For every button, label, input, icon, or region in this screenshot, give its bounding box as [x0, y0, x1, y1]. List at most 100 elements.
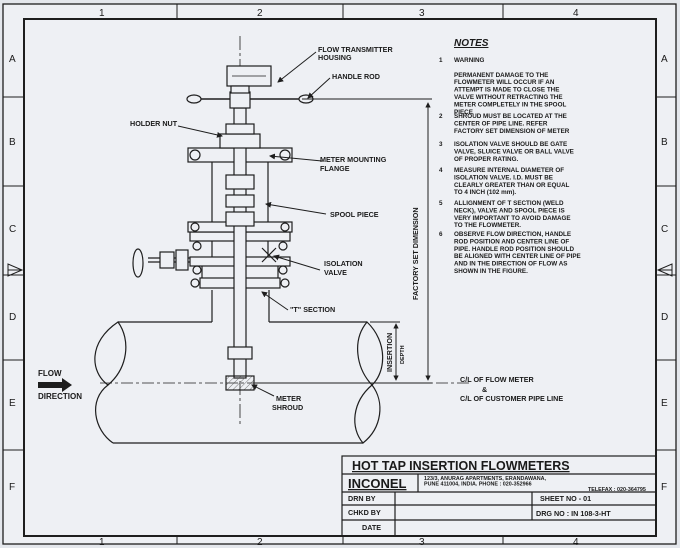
row-label-d: D — [9, 312, 16, 323]
row-label-f-right: F — [661, 482, 667, 493]
note-line: ALLIGNMENT OF T SECTION (WELD — [454, 200, 564, 207]
note-line: AND IN THE DIRECTION OF FLOW AS — [454, 261, 567, 268]
note-line: WARNING — [454, 57, 485, 64]
note-number: 5 — [439, 200, 443, 207]
valve-body — [201, 266, 279, 278]
col-label-1: 1 — [99, 8, 105, 19]
row-label-c: C — [9, 224, 16, 235]
stem-coupling-4 — [227, 346, 253, 360]
title-block-company: INCONEL — [348, 476, 407, 491]
title-block — [341, 455, 657, 537]
col-label-4: 4 — [573, 8, 579, 19]
label-insertion: INSERTION — [385, 333, 394, 372]
col-label-3-bottom: 3 — [419, 537, 425, 548]
note-line: FACTORY SET DIMENSION OF METER — [454, 128, 570, 135]
note-line: TO THE FLOWMETER. — [454, 222, 521, 229]
label-flow: FLOW — [38, 369, 62, 378]
row-label-e-right: E — [661, 398, 668, 409]
note-number: 6 — [439, 231, 443, 238]
title-block-title: HOT TAP INSERTION FLOWMETERS — [352, 459, 570, 473]
row-label-c-right: C — [661, 224, 668, 235]
label-meter-shroud-1: METER — [276, 394, 302, 403]
label-handle-rod: HANDLE ROD — [332, 72, 380, 81]
stem-coupling-1 — [225, 174, 255, 190]
note-line: OF PROPER RATING. — [454, 156, 519, 163]
note-line: PIPE. HANDLE ROD POSITION SHOULD — [454, 246, 574, 253]
note-line: PERMANENT DAMAGE TO THE — [454, 72, 548, 79]
grid-ticks — [3, 4, 676, 544]
valve-bolt-left — [192, 241, 202, 251]
note-line: VALVE WITHOUT RETRACTING THE — [454, 94, 563, 101]
t-section — [211, 290, 270, 322]
sheet-center-arrow-left — [7, 263, 24, 277]
note-line: CLEARLY GREATER THAN OR EQUAL — [454, 182, 569, 189]
label-spool-piece: SPOOL PIECE — [330, 210, 379, 219]
label-depth: DEPTH — [400, 345, 406, 364]
notes-title: NOTES — [454, 38, 489, 49]
pipe-right-break-lower — [354, 384, 381, 444]
valve-bolt-right — [278, 241, 288, 251]
note-line: CENTER OF PIPE LINE. REFER — [454, 120, 548, 127]
note-line: BE ALIGNED WITH CENTER LINE OF PIPE — [454, 253, 581, 260]
meter-shroud — [225, 375, 255, 391]
label-meter-shroud-2: SHROUD — [272, 403, 303, 412]
label-isolation-valve-2: VALVE — [324, 268, 347, 277]
label-t-section: "T" SECTION — [290, 305, 335, 314]
row-label-d-right: D — [661, 312, 668, 323]
note-line: FLOWMETER WILL OCCUR IF AN — [454, 79, 555, 86]
label-meter-mounting-flange-1: METER MOUNTING — [320, 155, 387, 164]
col-label-3: 3 — [419, 8, 425, 19]
note-number: 4 — [439, 167, 443, 174]
row-label-a-right: A — [661, 54, 668, 65]
holder-nut-top — [225, 123, 255, 135]
note-line: METER COMPLETELY IN THE SPOOL — [454, 101, 566, 108]
col-label-2-bottom: 2 — [257, 537, 263, 548]
note-line: MEASURE INTERNAL DIAMETER OF — [454, 167, 564, 174]
note-line: SHOWN IN THE FIGURE. — [454, 268, 528, 275]
note-line: ISOLATION VALVE SHOULD BE GATE — [454, 141, 567, 148]
flange-bolt — [190, 278, 200, 288]
note-number: 3 — [439, 141, 443, 148]
note-line: VALVE, SLUICE VALVE OR BALL VALVE — [454, 148, 574, 155]
flow-direction-arrow — [38, 378, 72, 392]
note-line: ATTEMPT IS MADE TO CLOSE THE — [454, 87, 559, 94]
spool-piece-body — [211, 162, 269, 232]
note-line: SHROUD MUST BE LOCATED AT THE — [454, 113, 567, 120]
label-direction: DIRECTION — [38, 392, 82, 401]
stem-coupling-3 — [225, 211, 255, 227]
title-block-drn-by: DRN BY — [348, 494, 376, 503]
title-block-sheet-no: SHEET NO - 01 — [540, 494, 591, 503]
note-line: ISOLATION VALVE. I.D. MUST BE — [454, 174, 553, 181]
label-flow-transmitter-1: FLOW TRANSMITTER — [318, 45, 393, 54]
title-block-address-3: TELEFAX : 020-364795 — [588, 487, 646, 493]
col-label-2: 2 — [257, 8, 263, 19]
leader-lines — [177, 51, 331, 397]
pipe-left-break-lower — [95, 384, 114, 444]
valve-handwheel — [132, 248, 144, 278]
note-line: TO 4 INCH (102 mm). — [454, 189, 516, 196]
row-label-b: B — [9, 137, 16, 148]
note-line: PIECE — [454, 109, 473, 116]
label-cl-customer-pipe: C/L OF CUSTOMER PIPE LINE — [460, 394, 563, 403]
label-meter-mounting-flange-2: FLANGE — [320, 164, 350, 173]
notes-list: 1 WARNING PERMANENT DAMAGE TO THEFLOWMETER… — [439, 57, 581, 275]
label-holder-nut: HOLDER NUT — [130, 119, 178, 128]
holder-nut-body — [219, 133, 261, 149]
label-factory-set-dimension: FACTORY SET DIMENSION — [411, 207, 420, 300]
label-isolation-valve-1: ISOLATION — [324, 259, 363, 268]
row-label-e: E — [9, 398, 16, 409]
label-flow-transmitter-2: HOUSING — [318, 53, 352, 62]
dimension-lines — [255, 98, 432, 384]
stem-coupling-2 — [225, 194, 255, 208]
note-number: 2 — [439, 113, 443, 120]
note-number: 1 — [439, 57, 443, 64]
paper — [2, 3, 677, 545]
row-label-b-right: B — [661, 137, 668, 148]
note-line: NECK), VALVE AND SPOOL PIECE IS — [454, 207, 565, 214]
row-label-a: A — [9, 54, 16, 65]
handle-rod-knob-left — [186, 94, 202, 104]
col-label-4-bottom: 4 — [573, 537, 579, 548]
title-block-chkd-by: CHKD BY — [348, 508, 381, 517]
title-block-address-1: 123/3, ANURAG APARTMENTS, ERANDAWANA, — [424, 476, 546, 482]
